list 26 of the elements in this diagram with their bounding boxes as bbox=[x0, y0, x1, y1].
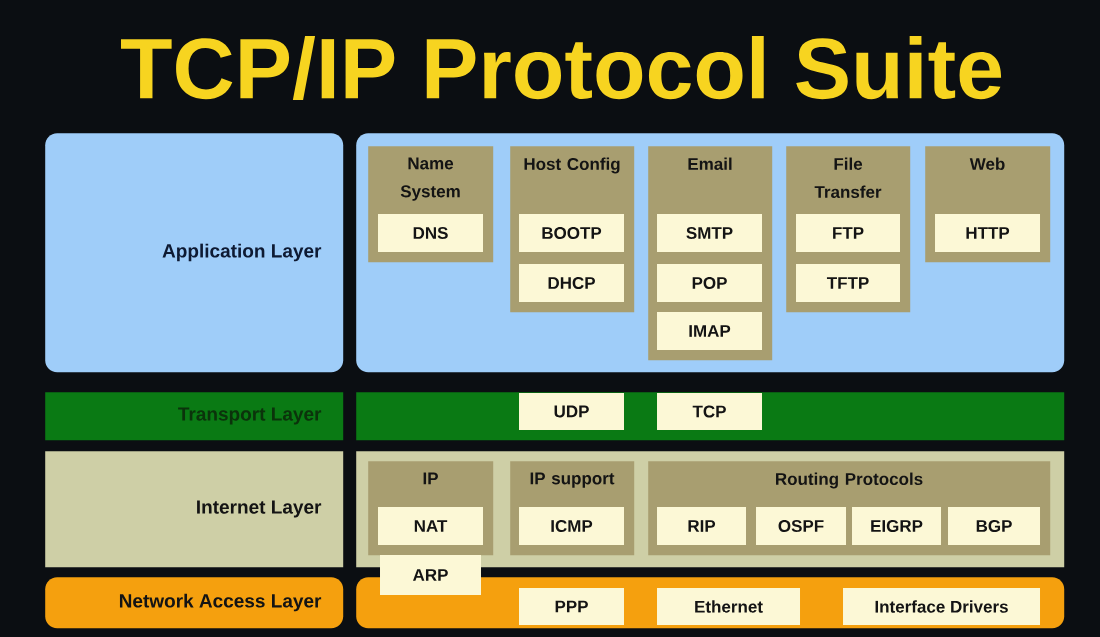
protocol-box: POP bbox=[657, 264, 762, 302]
protocol-box: HTTP bbox=[935, 214, 1040, 252]
protocol-box: IMAP bbox=[657, 312, 762, 350]
protocol-box: OSPF bbox=[756, 507, 846, 545]
protocol-box: ARP bbox=[380, 555, 481, 595]
protocol-box: SMTP bbox=[657, 214, 762, 252]
protocol-box: TCP bbox=[657, 393, 762, 430]
protocol-box: UDP bbox=[519, 393, 624, 430]
layer-label-box: Network Access Layer bbox=[45, 577, 344, 629]
protocol-box: EIGRP bbox=[852, 507, 941, 545]
protocol-box: TFTP bbox=[796, 264, 900, 302]
protocol-box: BOOTP bbox=[519, 214, 624, 252]
layer-label-box: Application Layer bbox=[45, 133, 344, 373]
protocol-box: FTP bbox=[796, 214, 900, 252]
title: TCP/IP Protocol Suite bbox=[121, 36, 1002, 100]
layer-label-box: Internet Layer bbox=[45, 451, 344, 568]
protocol-box: RIP bbox=[657, 507, 746, 545]
protocol-box: Ethernet bbox=[657, 588, 800, 625]
protocol-box: ICMP bbox=[519, 507, 624, 545]
protocol-box: BGP bbox=[948, 507, 1040, 545]
protocol-box: Interface Drivers bbox=[843, 588, 1040, 625]
protocol-box: NAT bbox=[378, 507, 483, 545]
protocol-box: DNS bbox=[378, 214, 483, 252]
layer-label-box: Transport Layer bbox=[45, 392, 344, 441]
protocol-box: DHCP bbox=[519, 264, 624, 302]
protocol-box: PPP bbox=[519, 588, 624, 625]
